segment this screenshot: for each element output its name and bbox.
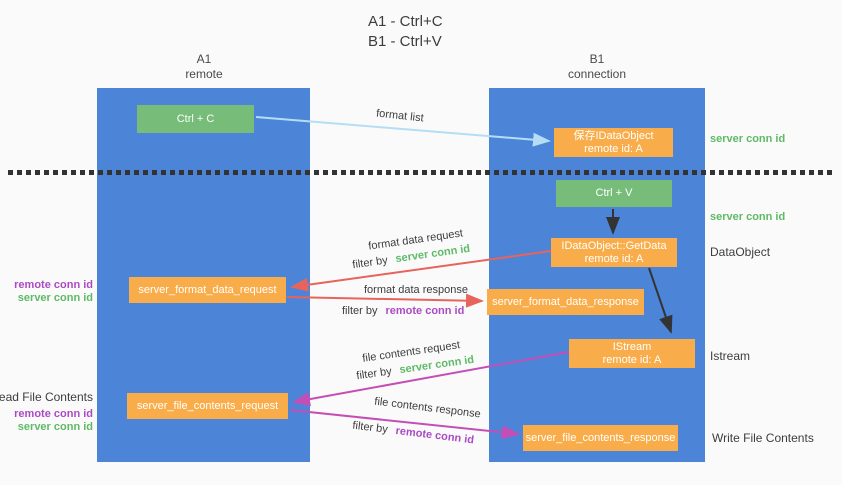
node-idataobject-getdata: IDataObject::GetData remote id: A: [551, 238, 677, 267]
column-a1-name: remote: [185, 67, 223, 81]
edge-label-format-list: format list: [375, 107, 425, 125]
side-label-dataobject: DataObject: [710, 245, 771, 259]
node-ctrl-c: Ctrl + C: [137, 105, 254, 133]
side-label-file-server-conn-id: server conn id: [17, 421, 93, 433]
filter-by-text: filter by: [351, 419, 389, 436]
title-line-1: A1 - Ctrl+C: [368, 13, 443, 30]
side-label-format-remote-conn-id: remote conn id: [14, 279, 93, 291]
edge-label-filter-remote-2: filter by remote conn id: [352, 420, 475, 448]
title-line-2: B1 - Ctrl+V: [368, 33, 442, 50]
node-format-request-label: server_format_data_request: [138, 283, 277, 296]
node-server-file-contents-response: server_file_contents_response: [523, 425, 678, 451]
node-save-dataobject-line1: 保存IDataObject: [573, 130, 654, 142]
side-label-read-file-contents: Read File Contents: [0, 390, 93, 404]
node-istream-line1: IStream: [612, 341, 652, 353]
filter-by-text: filter by: [342, 305, 378, 317]
side-label-server-conn-id-top: server conn id: [710, 133, 786, 145]
column-b1-name: connection: [567, 67, 627, 81]
node-server-format-data-request: server_format_data_request: [129, 277, 286, 303]
column-b1-id: B1: [589, 52, 605, 66]
node-format-response-label: server_format_data_response: [492, 295, 639, 308]
node-ctrl-v-label: Ctrl + V: [595, 187, 633, 200]
node-ctrl-v: Ctrl + V: [556, 180, 672, 207]
column-header-a1: A1 remote: [144, 52, 264, 82]
filter-remote-conn-id: remote conn id: [385, 305, 465, 317]
dotted-divider: [8, 170, 836, 175]
side-label-istream: Istream: [710, 349, 751, 363]
edge-label-filter-remote-1: filter by remote conn id: [342, 305, 464, 318]
filter-by-text: filter by: [355, 365, 393, 383]
side-label-format-server-conn-id: server conn id: [17, 292, 93, 304]
node-ctrl-c-label: Ctrl + C: [176, 112, 215, 125]
format-data-response-arrow: [286, 293, 484, 308]
node-save-dataobject: 保存IDataObject remote id: A: [554, 128, 673, 157]
edge-label-format-data-response: format data response: [364, 284, 468, 296]
side-label-file-remote-conn-id: remote conn id: [14, 408, 93, 420]
node-istream-line2: remote id: A: [602, 353, 662, 366]
node-istream: IStream remote id: A: [569, 339, 695, 368]
column-a1-id: A1: [196, 52, 212, 66]
node-server-file-contents-request: server_file_contents_request: [127, 393, 288, 419]
edge-label-file-contents-response: file contents response: [373, 395, 482, 421]
diagram-title: A1 - Ctrl+C B1 - Ctrl+V: [368, 12, 443, 52]
side-label-server-conn-id-mid: server conn id: [710, 211, 786, 223]
node-save-dataobject-line2: remote id: A: [584, 142, 643, 155]
node-getdata-line1: IDataObject::GetData: [561, 240, 667, 252]
filter-by-text: filter by: [351, 254, 389, 272]
node-getdata-line2: remote id: A: [584, 252, 644, 265]
column-header-b1: B1 connection: [537, 52, 657, 82]
node-server-format-data-response: server_format_data_response: [487, 289, 644, 315]
side-label-write-file-contents: Write File Contents: [712, 431, 814, 445]
node-file-response-label: server_file_contents_response: [525, 431, 676, 444]
node-file-request-label: server_file_contents_request: [136, 399, 279, 412]
filter-remote-conn-id: remote conn id: [394, 424, 475, 447]
